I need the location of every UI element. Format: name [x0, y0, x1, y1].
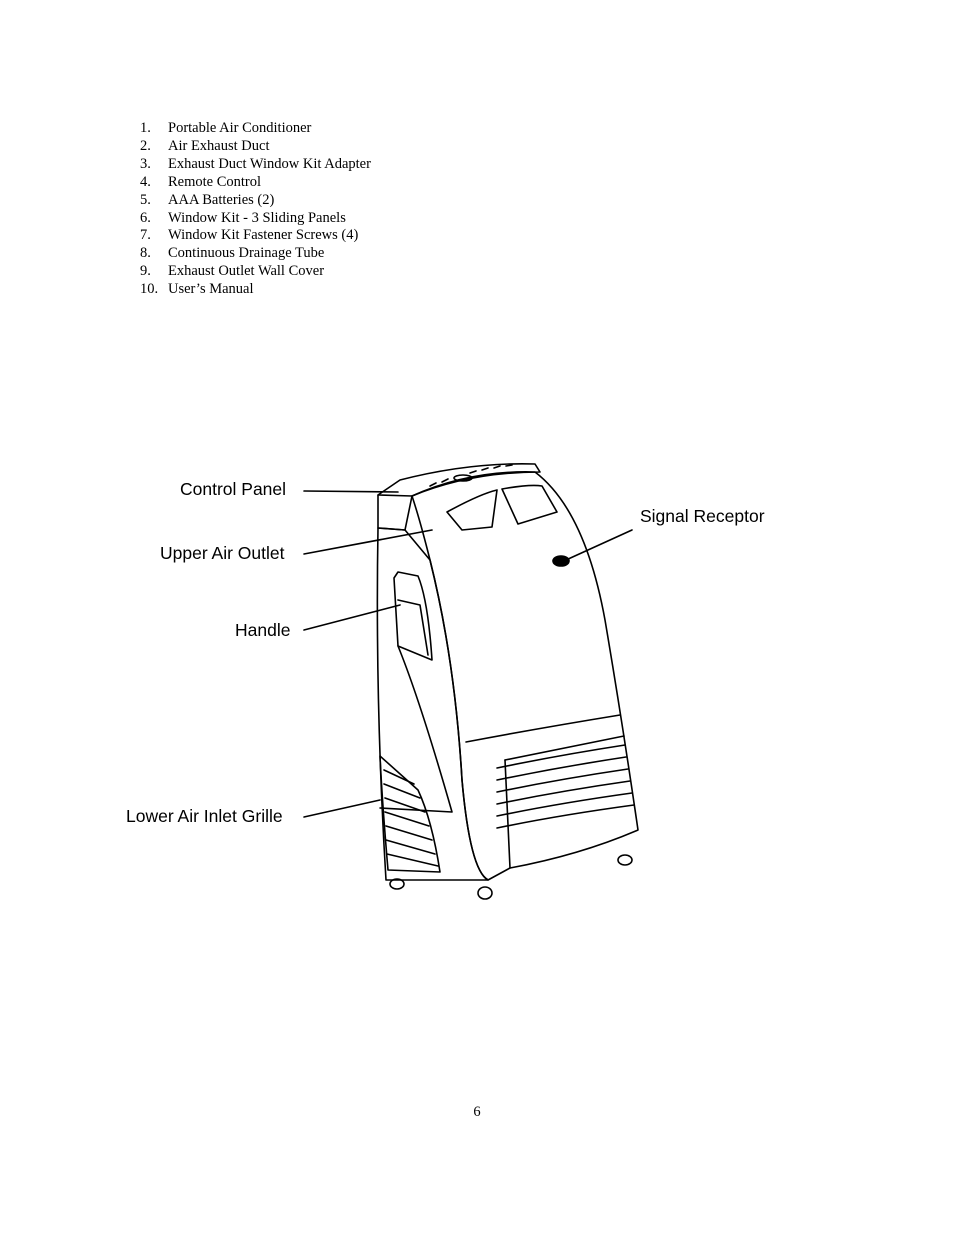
- list-item: 10.User’s Manual: [140, 281, 254, 298]
- list-item: 6.Window Kit - 3 Sliding Panels: [140, 209, 346, 226]
- list-item: 4.Remote Control: [140, 173, 262, 190]
- list-item: 1.Portable Air Conditioner: [140, 120, 312, 136]
- list-item: 3.Exhaust Duct Window Kit Adapter: [140, 155, 371, 172]
- list-item: 7.Window Kit Fastener Screws (4): [140, 227, 359, 244]
- callout-handle: Handle: [235, 620, 291, 640]
- front-face: [411, 471, 639, 900]
- parts-list: 1.Portable Air Conditioner 2.Air Exhaust…: [140, 120, 371, 299]
- page-number: 6: [473, 1104, 481, 1120]
- list-item: 9.Exhaust Outlet Wall Cover: [140, 263, 325, 280]
- list-item: 2.Air Exhaust Duct: [140, 137, 270, 154]
- air-conditioner-diagram: [303, 463, 639, 900]
- side-panel: [376, 527, 489, 890]
- control-panel-shape: [377, 463, 541, 531]
- callout-lower-air-inlet-grille: Lower Air Inlet Grille: [126, 806, 283, 826]
- callout-signal-receptor: Signal Receptor: [640, 506, 765, 526]
- list-item: 5.AAA Batteries (2): [140, 191, 275, 208]
- callout-upper-air-outlet: Upper Air Outlet: [160, 543, 285, 563]
- callout-control-panel: Control Panel: [180, 479, 287, 499]
- list-item: 8.Continuous Drainage Tube: [140, 245, 325, 262]
